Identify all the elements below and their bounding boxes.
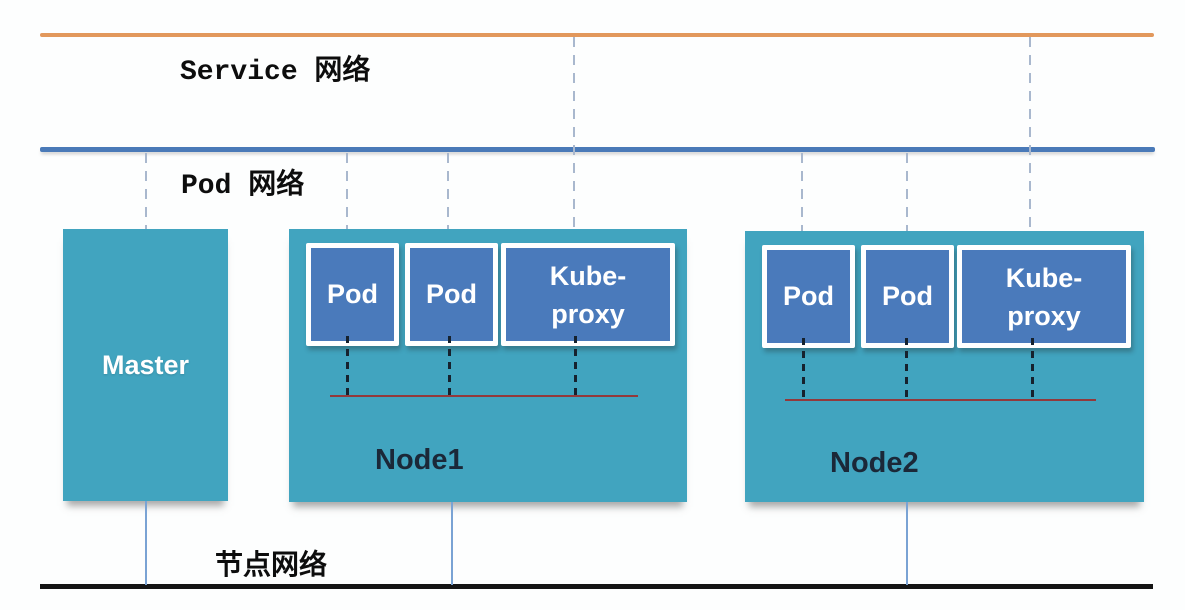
node2-pod2-box: Pod (861, 245, 954, 348)
master-label: Master (101, 349, 190, 380)
node1-kubeproxy-label: Kube-proxy (549, 260, 627, 329)
pod-network-to-master-connector (145, 153, 147, 229)
node2-internal-bus-line (785, 399, 1096, 401)
node2-to-node-network-connector (906, 502, 908, 585)
pod-network-to-node1-pod1-connector (346, 153, 348, 244)
node2-pod2-bus-connector (905, 338, 908, 398)
node-network-label: 节点网络 (215, 552, 328, 583)
node1-internal-bus-line (330, 395, 638, 397)
node2-pod1-label: Pod (783, 281, 834, 311)
pod-network-to-node2-pod2-connector (906, 153, 908, 246)
master-box: Master (63, 229, 228, 501)
node1-to-node-network-connector (451, 502, 453, 585)
node1-label: Node1 (375, 444, 464, 476)
pod-network-label: Pod 网络 (181, 171, 305, 202)
node-network-line (40, 584, 1153, 589)
pod-network-to-node1-pod2-connector (447, 153, 449, 244)
node1-pod1-box: Pod (306, 243, 399, 346)
service-network-to-node1-kubeproxy-connector (573, 37, 575, 244)
node2-box: Pod Pod Kube-proxy Node2 (745, 231, 1144, 502)
node2-label: Node2 (830, 447, 919, 479)
node1-pod1-label: Pod (327, 279, 378, 309)
node2-kubeproxy-label: Kube-proxy (1005, 262, 1083, 331)
pod-network-line (40, 147, 1155, 152)
node2-kubeproxy-box: Kube-proxy (957, 245, 1131, 348)
node1-pod1-bus-connector (346, 336, 349, 396)
node2-pod1-box: Pod (762, 245, 855, 348)
node2-kubeproxy-bus-connector (1031, 338, 1034, 398)
node2-pod1-bus-connector (802, 338, 805, 398)
node1-kubeproxy-bus-connector (574, 336, 577, 396)
master-to-node-network-connector (145, 501, 147, 585)
service-network-to-node2-kubeproxy-connector (1029, 37, 1031, 246)
node1-kubeproxy-box: Kube-proxy (501, 243, 675, 346)
node1-pod2-bus-connector (448, 336, 451, 396)
node1-pod2-box: Pod (405, 243, 498, 346)
pod-network-to-node2-pod1-connector (801, 153, 803, 246)
service-network-line (40, 33, 1154, 37)
node1-box: Pod Pod Kube-proxy Node1 (289, 229, 687, 502)
service-network-label: Service 网络 (180, 57, 371, 88)
node2-pod2-label: Pod (882, 281, 933, 311)
node1-pod2-label: Pod (426, 279, 477, 309)
